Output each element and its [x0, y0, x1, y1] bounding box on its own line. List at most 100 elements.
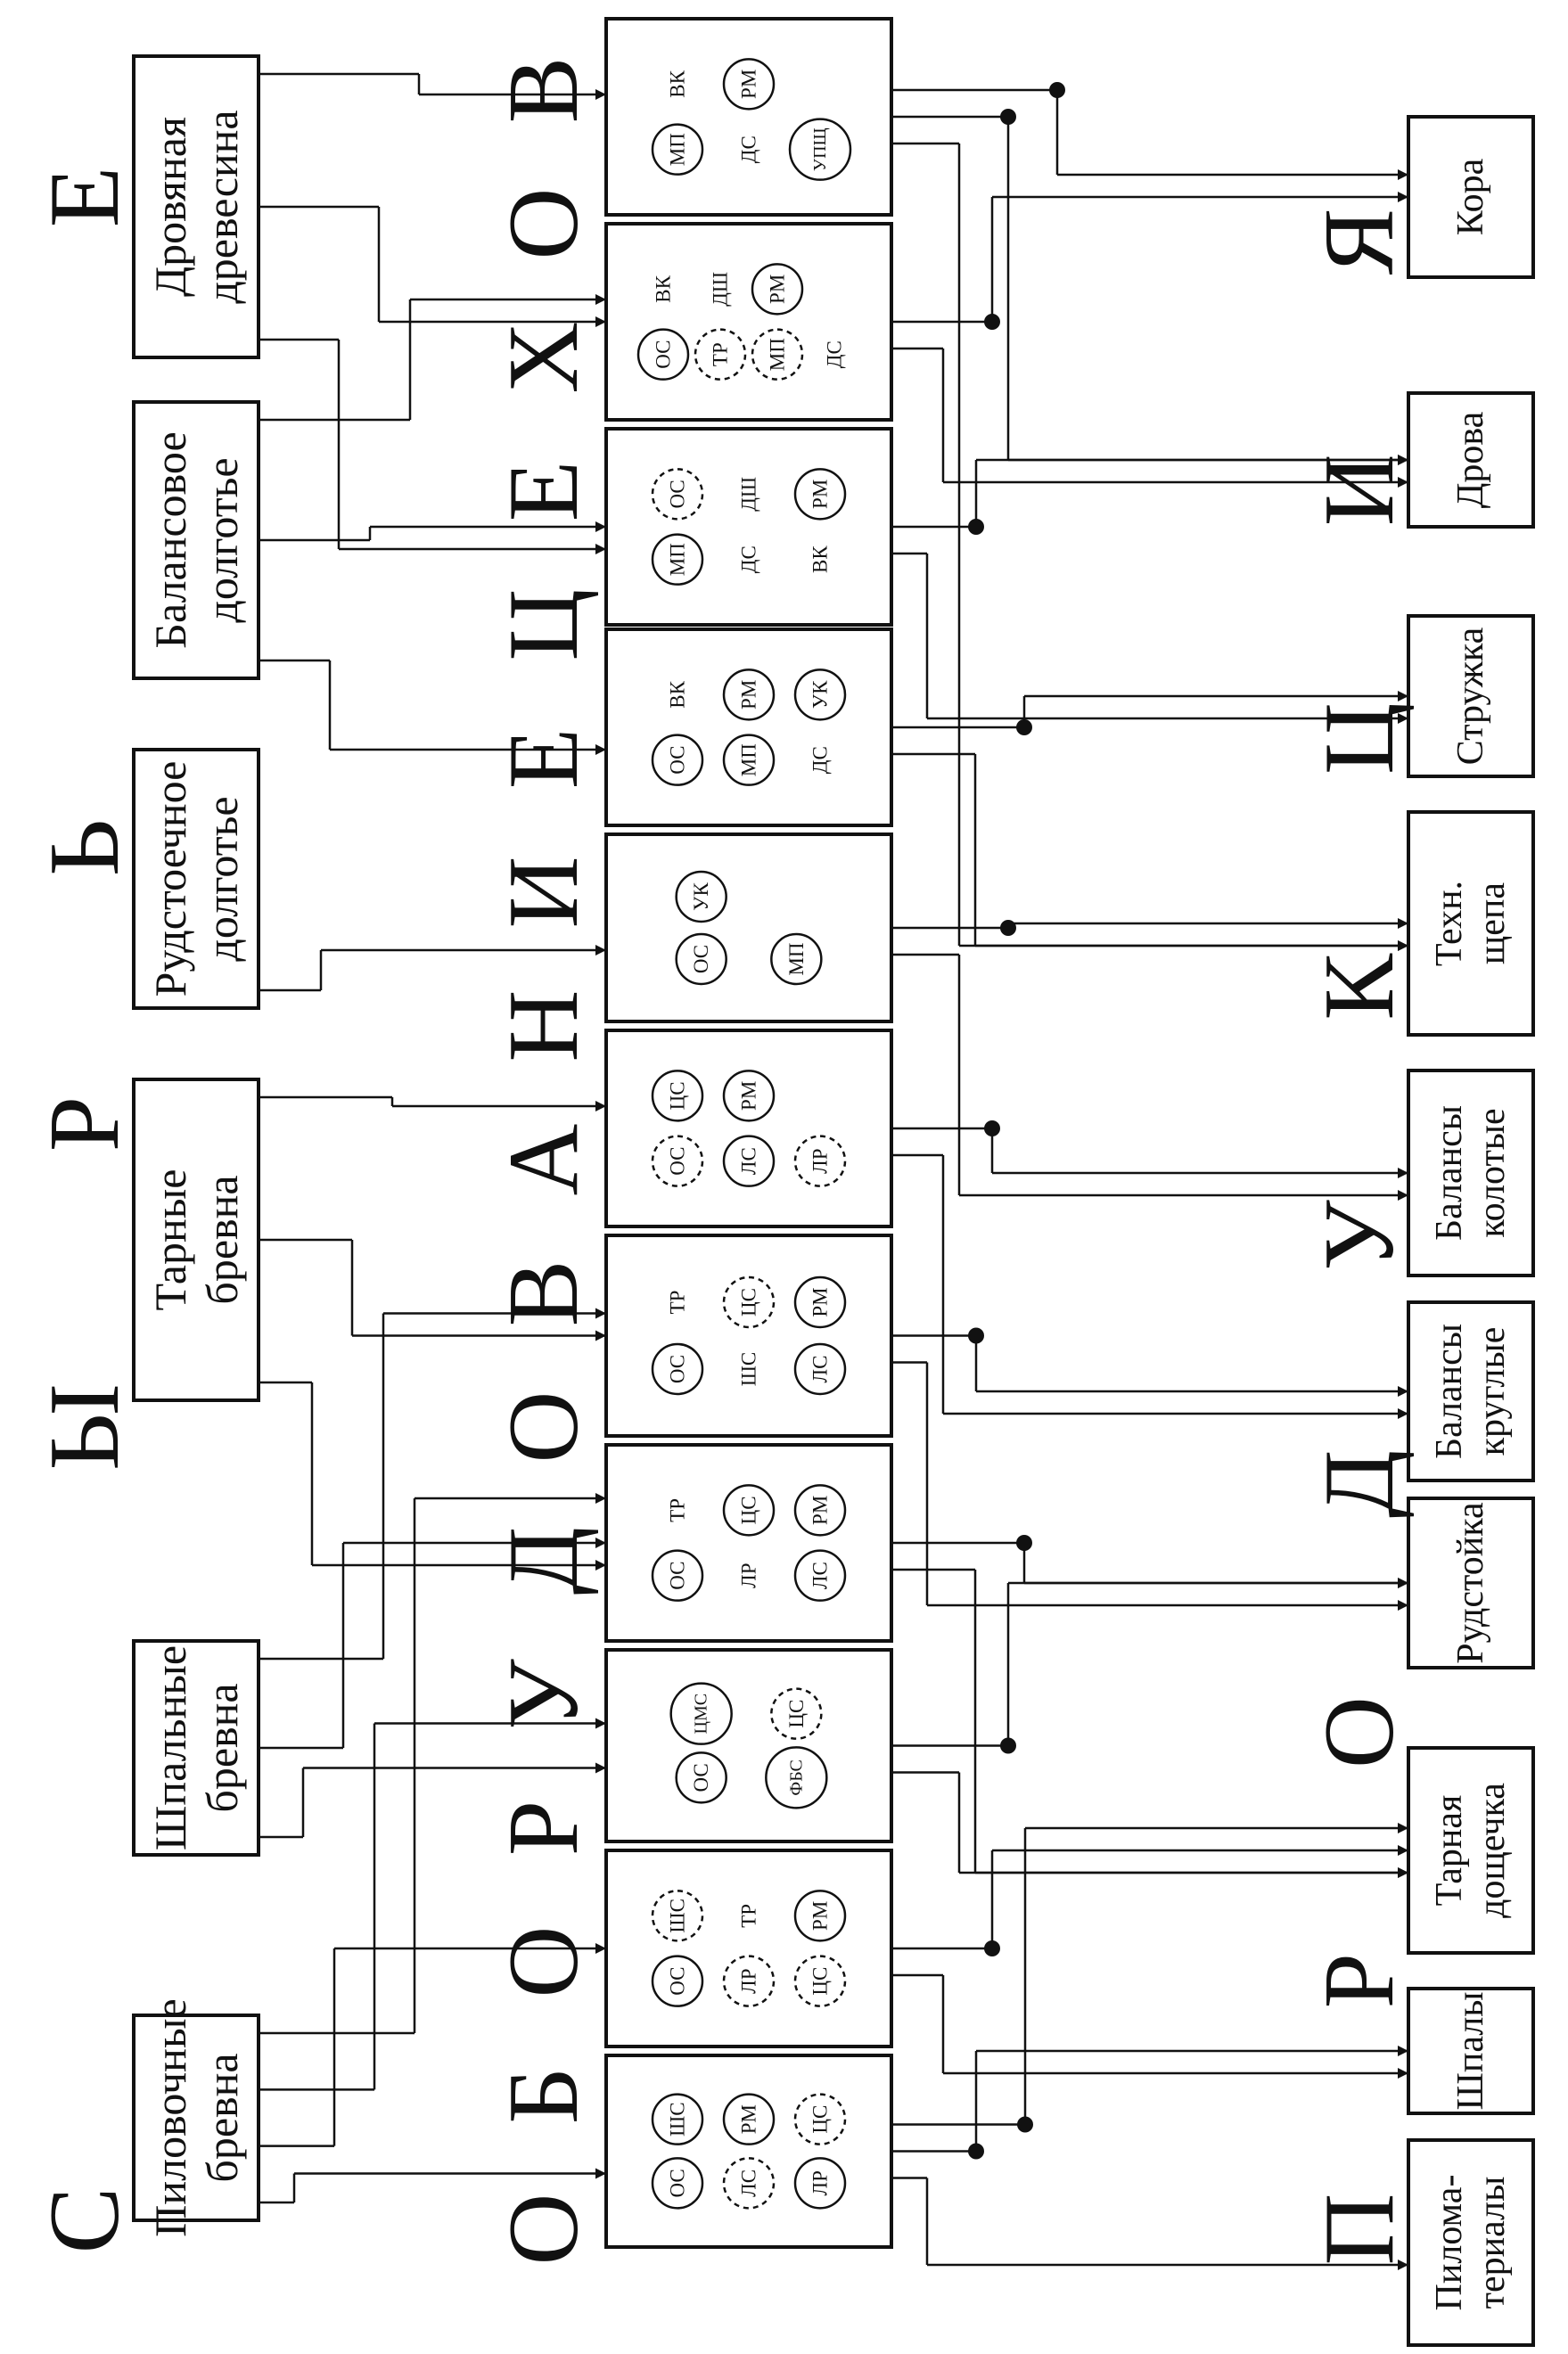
workshop-box	[604, 1849, 893, 2048]
equipment-circle	[722, 1135, 776, 1187]
arrowhead	[595, 1308, 606, 1319]
heading-workshop-equipment-letter: Х	[488, 322, 599, 394]
heading-products-letter: О	[1304, 1696, 1415, 1768]
raw-material-label: долготье	[197, 796, 247, 961]
equipment-code: ТР	[710, 342, 732, 366]
product-box	[1407, 1987, 1535, 2115]
product-label: Балансы	[1429, 1324, 1470, 1459]
equipment-code: ЦС	[809, 1967, 832, 1996]
raw-material-label: Пиловочные	[145, 1998, 195, 2236]
equipment-circle	[793, 1135, 847, 1187]
heading-workshop-equipment-letter: О	[488, 2194, 599, 2266]
equipment-code: ЛС	[809, 1356, 832, 1383]
equipment-code: ДШ	[710, 272, 732, 307]
raw-material-box	[132, 2014, 260, 2222]
equipment-code: МП	[667, 543, 689, 576]
heading-products-letter: Д	[1304, 1450, 1415, 1518]
equipment-code: ОС	[690, 1763, 712, 1792]
arrowhead	[595, 744, 606, 755]
product-box	[1407, 115, 1535, 279]
equipment-circle	[651, 1070, 704, 1122]
heading-workshop-equipment-letter: В	[488, 1260, 599, 1327]
equipment-circle	[651, 1549, 704, 1602]
heading-raw-materials-letter: С	[29, 2187, 140, 2254]
product-label: дощечка	[1472, 1783, 1513, 1918]
product-box	[1407, 1300, 1535, 1482]
equipment-code: ОС	[667, 1562, 689, 1590]
equipment-code: МП	[767, 338, 789, 371]
equipment-circle	[751, 263, 804, 316]
raw-material-box	[132, 1078, 260, 1402]
equipment-code: УК	[809, 680, 832, 709]
equipment-circle	[793, 1955, 847, 2007]
arrowhead	[1398, 940, 1408, 951]
equipment-code: ВК	[809, 545, 832, 573]
equipment-circle	[793, 1342, 847, 1396]
equipment-circle	[651, 2157, 704, 2210]
equipment-code: ТР	[738, 1904, 760, 1928]
equipment-circle	[722, 1070, 776, 1122]
product-box	[1407, 1069, 1535, 1277]
equipment-code: ШС	[667, 1899, 689, 1933]
raw-material-box	[132, 1639, 260, 1857]
labels: СЫРЬЕОБОРУДОВАНИЕЦЕХОВПРОДУКЦИЯПиловочны…	[29, 57, 1513, 2311]
product-label: Стружка	[1450, 627, 1491, 765]
equipment-code: УПЩ	[810, 127, 830, 171]
heading-products-letter: К	[1304, 953, 1415, 1021]
heading-workshop-equipment-letter: Е	[488, 461, 599, 521]
heading-workshop-equipment-letter: О	[488, 1391, 599, 1464]
heading-workshop-equipment-letter: Ц	[488, 589, 599, 661]
equipment-circle	[694, 328, 747, 381]
heading-raw-materials-letter: Ы	[29, 1383, 140, 1471]
equipment-code: ЦС	[809, 2105, 832, 2134]
arrowhead	[595, 945, 606, 956]
arrowhead	[595, 1718, 606, 1729]
heading-raw-materials-letter: Е	[29, 167, 140, 227]
raw-material-label: Шпальные	[145, 1645, 195, 1850]
equipment-code: ТР	[667, 1498, 689, 1522]
raw-material-label: древесина	[197, 110, 247, 303]
equipment-circle	[751, 328, 804, 381]
equipment-code: РМ	[809, 1287, 832, 1316]
heading-workshop-equipment-letter: И	[488, 857, 599, 929]
workshop-box	[604, 1234, 893, 1438]
equipment-code: ЛР	[738, 1968, 760, 1993]
junction-dot	[1017, 2116, 1033, 2133]
equipment-code: ЦМС	[692, 1694, 711, 1735]
product-label: Балансы	[1429, 1105, 1470, 1241]
workshop-box	[604, 1029, 893, 1228]
equipment-circle	[651, 1342, 704, 1396]
heading-workshop-equipment-letter: А	[488, 1123, 599, 1195]
heading-workshop-equipment-letter: Е	[488, 728, 599, 789]
equipment-circle	[793, 468, 847, 521]
arrowhead	[1398, 477, 1408, 488]
heading-workshop-equipment-letter: О	[488, 1926, 599, 1998]
equipment-circle	[722, 2093, 776, 2145]
product-label: Рудстойка	[1450, 1502, 1491, 1664]
equipment-code: ЛС	[738, 1147, 760, 1175]
junction-dot	[1000, 109, 1016, 125]
equipment-code: ЛС	[809, 1562, 832, 1589]
equipment-circle	[793, 2093, 847, 2145]
heading-workshop-equipment-letter: Р	[488, 1800, 599, 1856]
product-label: круглые	[1472, 1327, 1513, 1456]
equipment-code: ЛР	[809, 2170, 832, 2195]
raw-material-label: Рудстоечное	[145, 761, 195, 997]
workshop-box	[604, 17, 893, 217]
heading-workshop-equipment-letter: О	[488, 188, 599, 260]
product-label: Техн.	[1429, 881, 1470, 966]
equipment-circle	[788, 118, 852, 181]
arrowhead	[1398, 2068, 1408, 2079]
arrowhead	[595, 1538, 606, 1548]
arrowhead	[595, 1493, 606, 1504]
product-box	[1407, 1746, 1535, 1955]
connection-lines	[259, 72, 1408, 2270]
junction-dot	[1000, 1737, 1016, 1754]
equipment-circle	[793, 1484, 847, 1537]
arrowhead	[1398, 1823, 1408, 1833]
arrowhead	[1398, 1190, 1408, 1201]
arrowhead	[595, 544, 606, 554]
equipment-code: ВК	[653, 275, 675, 302]
arrowhead	[1398, 2046, 1408, 2056]
